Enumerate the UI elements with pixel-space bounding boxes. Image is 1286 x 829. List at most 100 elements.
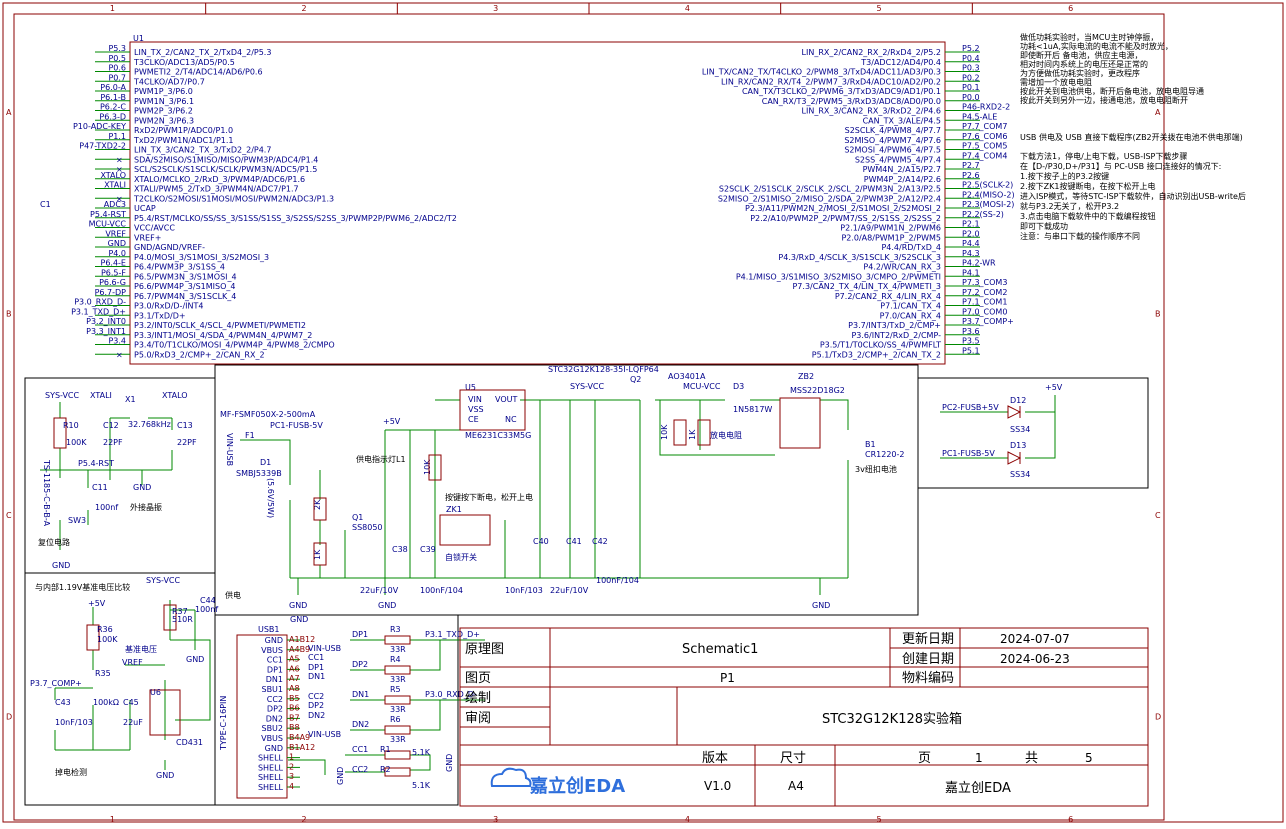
mcu-left-pin-func: P3.1/TxD/D+ [134, 311, 186, 320]
net-p31: P3.1_TXD_D+ [425, 630, 480, 639]
tb-schematic-label: 原理图 [465, 642, 504, 657]
q1-ref: Q1 [352, 513, 363, 522]
d1-volt: (5.6V/5W) [266, 478, 275, 518]
mcu-right-pin-func: P3.6/INT2/RxD_2/CMP- [851, 331, 941, 340]
mcu-left-pin-func: RxD2/PWM1P/ADC0/P1.0 [134, 126, 233, 135]
r36-val: 100K [97, 635, 118, 644]
usb1-pin-num: A4B9 [289, 645, 310, 654]
mcu-left-net: P0.6 [108, 64, 126, 73]
mcu-right-net: P0.0 [962, 93, 980, 102]
tb-review-label: 审阅 [465, 711, 491, 726]
frame-row-left: B [6, 309, 12, 318]
frame-col-top: 3 [493, 4, 498, 13]
supply-label: 供电 [225, 590, 241, 600]
sysvcc-label: SYS-VCC [45, 391, 80, 400]
mcu-left-pin-func: P6.5/PWM3N_3/S1MOSI_4 [134, 272, 237, 281]
r2-ref: R2 [380, 765, 391, 774]
u5-pkg: STC32G12K128-35I-LQFP64 [548, 365, 659, 374]
r-1k-b: 1K [688, 429, 697, 440]
usb1-pin-num: A8 [289, 684, 300, 693]
mcu-left-net: XTALI [104, 181, 126, 190]
r-1k-body [313, 542, 327, 566]
mcu-left-net: P6.0-A [100, 83, 126, 92]
r1-body [384, 750, 411, 760]
mcu-left-pin-func: P4.0/MOSI_3/S1MOSI_3/S2MOSI_3 [134, 253, 269, 262]
mcu-left-net: P6.7-DP [95, 288, 127, 297]
net-dn2: DN2 [352, 720, 369, 729]
mcu-right-net: P4.4 [962, 239, 980, 248]
c1-ref: C1 [40, 200, 51, 209]
usb1-pin-name: DN1 [266, 675, 283, 684]
mcu-left-pin-func: P5.4/RST/MCLKO/SS/SS_3/S1SS/S1SS_3/S2SS/… [134, 214, 457, 223]
title-block-grid [459, 627, 1149, 807]
mcu-right-pin-func: CAN_RX/T3_2/PWM5_3/RxD3/ADC8/AD0/P0.0 [762, 97, 941, 106]
mcu-left-net: P6.3-D [99, 112, 126, 121]
c38-ref: C38 [392, 545, 408, 554]
sw3-val: TS-1185-C-B-B-A [42, 459, 51, 527]
download-note-line: 进入ISP模式，等待STC-ISP下载软件，自动识别出USB-write后 [1020, 191, 1246, 201]
mcu-ref: U1 [133, 34, 144, 43]
u5-body [459, 389, 526, 431]
r-10k-b: 10K [660, 424, 669, 440]
p37-label: P3.7_COMP+ [30, 679, 82, 688]
diode-box [917, 377, 1149, 489]
c38-val: 22uF/10V [360, 586, 399, 595]
mcu-right-pin-func: P5.1/TxD3_2/CMP+_2/CAN_TX_2 [812, 350, 941, 359]
no-connect-icon: × [116, 194, 123, 203]
usb1-pin-name: VBUS [261, 646, 283, 655]
mcu-left-pin-func: XTALO/MCLKO_2/RxD_3/PWM4P/ADC6/P1.6 [134, 175, 305, 184]
gnd-usb-shell: GND [336, 767, 345, 785]
frame-col-bottom: 5 [877, 815, 882, 824]
r6-ref: R6 [390, 715, 401, 724]
c41-val: 22uF/10V [550, 586, 589, 595]
net-dp2: DP2 [352, 660, 368, 669]
q2-ref: Q2 [630, 375, 641, 384]
usb1-net-label: DN1 [308, 672, 325, 681]
r4-body [384, 665, 411, 675]
usb-note: USB 供电及 USB 直接下载程序(ZB2开关拨在电池不供电那端) [1020, 132, 1243, 142]
gnd-cmp-1: GND [186, 655, 204, 664]
mcu-right-pin-func: P7.2/CAN2_RX_4/LIN_RX_4 [835, 292, 941, 301]
usb1-pin-num: 3 [289, 772, 294, 781]
mcu-body [129, 41, 946, 365]
lowpower-note-line: 相对时间内系统上的电压还是正常的 [1020, 59, 1148, 69]
power-box [214, 364, 919, 616]
download-note-line: 在【D-/P30,D+/P31】与 PC-USB 接口连接好的情况下: [1020, 161, 1221, 171]
p5v-diode: +5V [1045, 383, 1063, 392]
mcu-left-pin-func: GND/AGND/VREF- [134, 243, 205, 252]
download-note-line: 注意：与串口下载的操作顺序不同 [1020, 231, 1140, 241]
u6-ref: U6 [150, 688, 161, 697]
download-note-line: 即可下载成功 [1020, 221, 1068, 231]
mcu-right-net: P2.6 [962, 171, 980, 180]
p54rst-label: P5.4-RST [78, 459, 114, 468]
mcu-right-net: P2.5(SCLK-2) [962, 181, 1013, 190]
zk1-body [439, 514, 491, 546]
mcu-left-pin-func: LIN_TX_3/CAN2_TX_3/TxD2_2/P4.7 [134, 146, 271, 155]
x1-val: 32.768kHz [128, 420, 171, 429]
mcu-right-pin-func: P2.0/A8/PWM1P_2/PWM5 [841, 233, 941, 242]
mcu-right-pin-func: LIN_RX_3/CAN2_RX_3/RxD2_2/P4.6 [802, 107, 941, 116]
pc2-label: PC2-FUSB+5V [942, 403, 999, 412]
frame-col-bottom: 2 [302, 815, 307, 824]
usb1-pin-name: CC1 [267, 656, 283, 665]
tb-project: STC32G12K128实验箱 [822, 711, 962, 727]
mcu-right-net: P7.4_COM4 [962, 151, 1007, 160]
mcu-right-net: P7.5_COM5 [962, 142, 1007, 151]
mcu-left-net: P47-TXD2-2 [79, 142, 126, 151]
mcu-left-net: P4.0 [108, 249, 126, 258]
tb-update-date: 2024-07-07 [1000, 632, 1070, 646]
usb-wires [288, 639, 485, 775]
r37-ref: R37 [172, 607, 188, 616]
mcu-right-net: P7.6_COM6 [962, 132, 1007, 141]
usb1-pin-name: CC2 [267, 695, 283, 704]
mcu-left-net: P1.1 [108, 132, 126, 141]
mcu-left-net: P6.4-E [101, 259, 127, 268]
mcu-left-pin-func: P6.7/PWM4N_3/S1SCLK_4 [134, 292, 236, 301]
f1-net: PC1-FUSB-5V [270, 421, 323, 430]
frame-col-top: 4 [685, 4, 690, 13]
